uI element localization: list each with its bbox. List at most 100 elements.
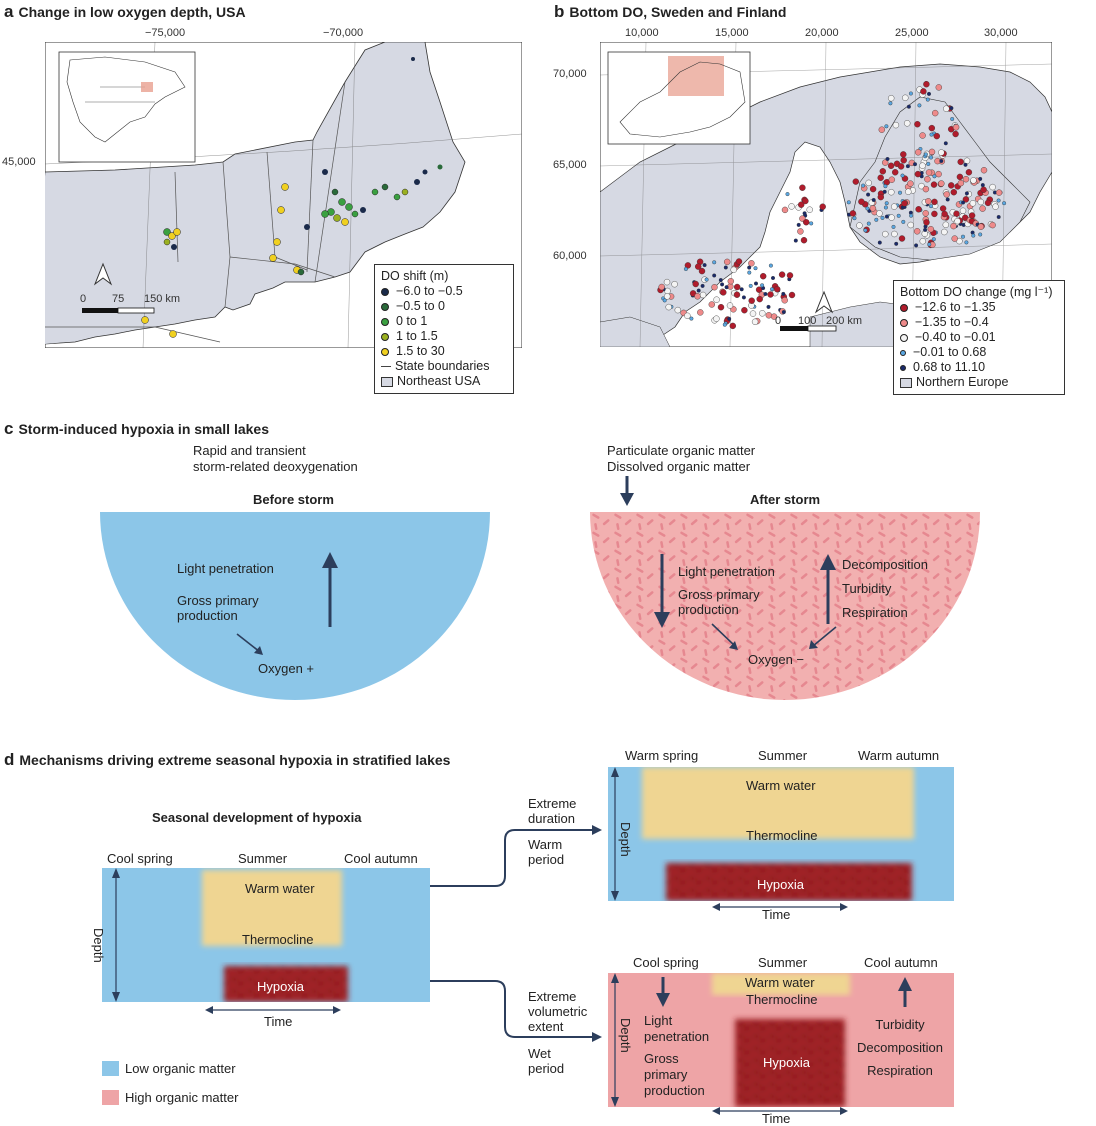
lake-dot [891, 230, 898, 238]
lake-dot [964, 240, 969, 245]
top-season-2: Warm autumn [858, 748, 940, 763]
scale-a-mid: 75 [112, 293, 125, 305]
lake-dot [957, 179, 965, 187]
lake-dot [989, 221, 996, 229]
seasonal-diagram [102, 868, 430, 1002]
lake-dot [965, 169, 973, 176]
bottom-hypoxia: Hypoxia [763, 1055, 810, 1070]
lake-dot [978, 176, 983, 181]
lake-dot [852, 216, 857, 221]
lake-dot [926, 161, 931, 166]
lake-dot [684, 312, 691, 319]
lake-dot [914, 120, 921, 128]
lake-dot [977, 223, 985, 230]
before-light: Light penetration [177, 561, 274, 576]
lake-dot [891, 203, 898, 210]
lake-dot [759, 310, 766, 317]
map-nordic [600, 42, 1052, 347]
lake-dot [683, 266, 688, 271]
lake-dot [702, 263, 707, 268]
lake-dot [1002, 201, 1007, 206]
lake-dot [692, 280, 699, 288]
lake-dot [939, 158, 944, 163]
lake-dot [933, 132, 940, 140]
lake-dot [884, 214, 889, 219]
seasonal-time-arrow [205, 1006, 341, 1014]
lake-dot [931, 237, 936, 242]
lake-dot [929, 204, 934, 209]
lake-dot [924, 175, 931, 183]
lake-dot [927, 242, 932, 247]
lake-dot [788, 203, 795, 210]
seasonal-depth: Depth [91, 928, 106, 963]
lake-dot [748, 260, 755, 267]
lake-dot [749, 310, 757, 317]
lake-dot [943, 191, 950, 198]
lake-dot [819, 203, 826, 210]
lake-dot [696, 288, 701, 293]
lake-dot [952, 124, 960, 131]
lake-dot [923, 227, 928, 232]
lake-dot [689, 290, 697, 297]
lake-dot [920, 88, 927, 95]
lake-dot [897, 163, 905, 170]
lake-dot [923, 152, 928, 157]
bottom-depth: Depth [618, 1018, 633, 1053]
lake-dot [979, 205, 986, 212]
lake-dot [778, 271, 786, 278]
lake-dot [931, 198, 938, 206]
lake-dot [929, 155, 934, 160]
lake-dot [956, 173, 964, 181]
lake-dot [925, 169, 933, 176]
lake-dot [753, 281, 758, 286]
lake-dot [733, 291, 741, 298]
lake-dot [712, 273, 717, 278]
lake-dot [900, 151, 907, 158]
lake-dot [913, 162, 918, 167]
lake-dot [751, 318, 759, 325]
scale-b-end: 200 km [826, 315, 863, 327]
lake-dot [935, 170, 942, 178]
lake-dot [712, 260, 717, 265]
lake-dot [927, 91, 932, 96]
y-tick-2: 65,000 [553, 159, 587, 171]
x-tick-4: 25,000 [895, 27, 929, 39]
lake-dot [957, 158, 964, 166]
lake-dot [961, 200, 966, 205]
lake-dot [781, 206, 789, 214]
seasonal-warm: Warm water [245, 881, 315, 896]
before-storm-heading: Before storm [253, 492, 334, 507]
lake-dot [887, 162, 895, 170]
lake-dot [760, 283, 765, 288]
seasonal-heading: Seasonal development of hypoxia [152, 810, 362, 825]
lake-dot [877, 240, 882, 245]
lake-dot [891, 224, 896, 229]
lake-dot [866, 192, 871, 197]
top-season-0: Warm spring [625, 748, 699, 763]
lake-dot [968, 212, 976, 219]
lake-dot [901, 200, 908, 207]
lake-dot [865, 206, 870, 211]
lat-tick-1: 45,000 [2, 156, 36, 168]
bottom-time: Time [762, 1111, 791, 1126]
lake-dot [741, 295, 746, 300]
lake-dot [980, 183, 985, 188]
lake-dot [852, 178, 860, 185]
lake-dot [718, 278, 723, 283]
x-tick-3: 20,000 [805, 27, 839, 39]
lake-dot [730, 266, 737, 274]
bottom-season-2: Cool autumn [864, 955, 938, 970]
lake-dot [741, 307, 748, 314]
lake-dot [739, 287, 744, 292]
lake-dot [914, 228, 921, 235]
legend-nordic: Bottom DO change (mg l⁻¹) −12.6 to −1.35… [893, 280, 1065, 395]
lake-dot [700, 283, 705, 288]
top-warm: Warm water [746, 778, 816, 793]
top-time-arrow [712, 903, 848, 911]
lake-dot [980, 186, 987, 194]
lake-dot [919, 162, 926, 169]
lake-dot [951, 235, 958, 242]
scale-b-mid: 100 [798, 315, 817, 327]
lake-dot [908, 91, 913, 96]
